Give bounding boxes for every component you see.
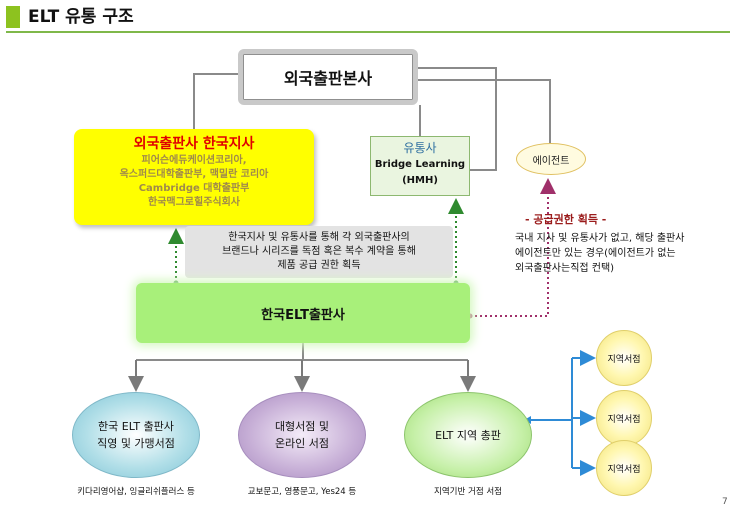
note-line: 제품 공급 권한 획득: [277, 260, 361, 271]
branch-line: 피어슨에듀케이션코리아,: [141, 155, 247, 166]
channel-direct-stores: 한국 ELT 출판사 직영 및 가맹서점: [72, 392, 200, 478]
line-hq-to-branch: [193, 73, 238, 129]
branch-box: 외국출판사 한국지사 피어슨에듀케이션코리아, 옥스퍼드대학출판부, 맥밀란 코…: [74, 129, 314, 225]
channel-caption: 교보문고, 영풍문고, Yes24 등: [247, 487, 357, 497]
channel-caption: 지역기반 거점 서점: [434, 487, 502, 497]
channel-line: 한국 ELT 출판사: [98, 420, 174, 433]
branch-line: 옥스퍼드대학출판부, 맥밀란 코리아: [119, 169, 269, 180]
line-hq-to-agent: [418, 79, 551, 143]
agent-note-body: 국내 지사 및 유통사가 없고, 해당 출판사 에이전트만 있는 경우(에이전트…: [515, 231, 735, 276]
page-title: ELT 유통 구조: [28, 7, 134, 27]
hq-box: 외국출판본사: [238, 49, 418, 105]
branch-line: 한국맥그로힐주식회사: [148, 197, 240, 208]
branch-title: 외국출판사 한국지사: [133, 136, 255, 152]
distributor-label: 유통사: [403, 141, 437, 155]
agent-note-line: 외국출판사는직접 컨택): [515, 263, 615, 274]
supply-rights-note: 한국지사 및 유통사를 통해 각 외국출판사의 브랜드나 시리즈를 독점 혹은 …: [185, 226, 453, 278]
korea-publisher-box: 한국ELT출판사: [136, 283, 470, 343]
distributor-line: (HMH): [402, 175, 438, 186]
title-underline: [6, 31, 730, 33]
page-number: 7: [722, 497, 728, 507]
distributor-box: 유통사 Bridge Learning (HMH): [370, 136, 470, 196]
note-line: 한국지사 및 유통사를 통해 각 외국출판사의: [228, 232, 410, 243]
channel-line: ELT 지역 총판: [435, 428, 501, 442]
agent-note-line: 국내 지사 및 유통사가 없고, 해당 출판사: [515, 233, 685, 244]
channel-line: 대형서점 및: [274, 420, 330, 433]
agent-ellipse: 에이전트: [516, 143, 586, 175]
regional-store: 지역서점: [596, 330, 652, 386]
arrow-korea-to-agent: [470, 178, 556, 317]
channel-regional-distributor: ELT 지역 총판: [404, 392, 532, 478]
line-hq-to-distributor: [418, 67, 497, 171]
channel-line: 직영 및 가맹서점: [97, 437, 175, 450]
regional-store: 지역서점: [596, 390, 652, 446]
agent-note-title: - 공급권한 획득 -: [525, 213, 607, 226]
channel-caption: 키다리영어샵, 잉글리쉬플러스 등: [77, 487, 195, 497]
channel-large-online: 대형서점 및 온라인 서점: [238, 392, 366, 478]
channel-line: 온라인 서점: [274, 437, 330, 450]
title-accent-bar: [6, 6, 20, 28]
branch-line: Cambridge 대학출판부: [138, 183, 250, 194]
agent-note-line: 에이전트만 있는 경우(에이전트가 없는: [515, 248, 676, 259]
note-line: 브랜드나 시리즈를 독점 혹은 복수 계약을 통해: [222, 246, 416, 257]
distributor-line: Bridge Learning: [374, 159, 466, 170]
regional-store: 지역서점: [596, 440, 652, 496]
